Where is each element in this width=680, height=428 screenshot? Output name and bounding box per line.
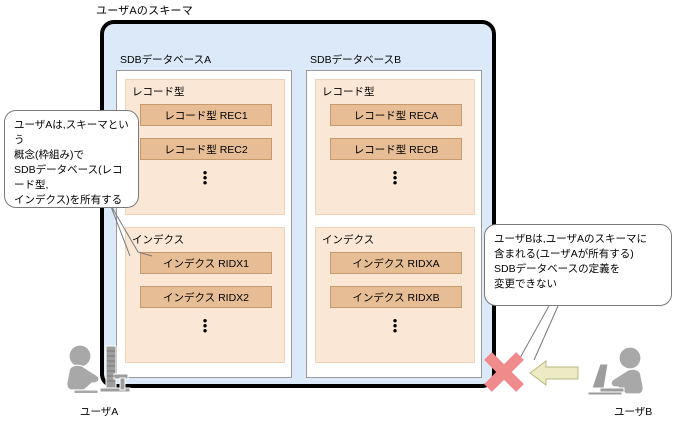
record-type-group-a: レコード型 レコード型 REC1 レコード型 REC2 ••• <box>125 79 285 215</box>
index-item: インデクス RIDXA <box>330 252 462 274</box>
prohibition-x-icon <box>484 352 524 392</box>
database-b-title: SDBデータベースB <box>310 54 402 66</box>
user-a-figure-icon <box>66 344 131 394</box>
schema-box: SDBデータベースA レコード型 レコード型 REC1 レコード型 REC2 •… <box>100 20 496 388</box>
record-type-group-b-title: レコード型 <box>322 86 375 98</box>
record-type-group-a-title: レコード型 <box>132 86 185 98</box>
index-continuation-dots: ••• <box>392 313 398 338</box>
database-panel-a: SDBデータベースA レコード型 レコード型 REC1 レコード型 REC2 •… <box>116 52 292 378</box>
record-type-item: レコード型 REC2 <box>140 138 272 160</box>
index-group-a: インデクス インデクス RIDX1 インデクス RIDX2 ••• <box>125 227 285 363</box>
index-group-b-title: インデクス <box>322 234 375 246</box>
schema-title: ユーザAのスキーマ <box>96 5 193 17</box>
database-b-frame: レコード型 レコード型 RECA レコード型 RECB ••• インデクス イン… <box>306 70 482 378</box>
record-type-continuation-dots: ••• <box>202 165 208 190</box>
database-a-title: SDBデータベースA <box>120 54 212 66</box>
index-item: インデクス RIDX2 <box>140 286 272 308</box>
index-group-a-title: インデクス <box>132 234 185 246</box>
record-type-item: レコード型 REC1 <box>140 104 272 126</box>
user-b-figure-icon <box>587 346 644 396</box>
index-item: インデクス RIDXB <box>330 286 462 308</box>
callout-user-a-ownership: ユーザAは,スキーマという 概念(枠組み)で SDBデータベース(レコード型, … <box>4 110 139 208</box>
index-continuation-dots: ••• <box>202 313 208 338</box>
index-item: インデクス RIDX1 <box>140 252 272 274</box>
database-panel-b: SDBデータベースB レコード型 レコード型 RECA レコード型 RECB •… <box>306 52 482 378</box>
index-group-b: インデクス インデクス RIDXA インデクス RIDXB ••• <box>315 227 475 363</box>
left-arrow-icon <box>529 360 579 386</box>
record-type-group-b: レコード型 レコード型 RECA レコード型 RECB ••• <box>315 79 475 215</box>
user-b-label: ユーザB <box>614 406 653 418</box>
callout-user-b-restriction: ユーザBは,ユーザAのスキーマに 含まれる(ユーザAが所有する) SDBデータベ… <box>484 224 672 306</box>
database-a-frame: レコード型 レコード型 REC1 レコード型 REC2 ••• インデクス イン… <box>116 70 292 378</box>
record-type-item: レコード型 RECB <box>330 138 462 160</box>
user-a-label: ユーザA <box>80 406 119 418</box>
record-type-continuation-dots: ••• <box>392 165 398 190</box>
record-type-item: レコード型 RECA <box>330 104 462 126</box>
